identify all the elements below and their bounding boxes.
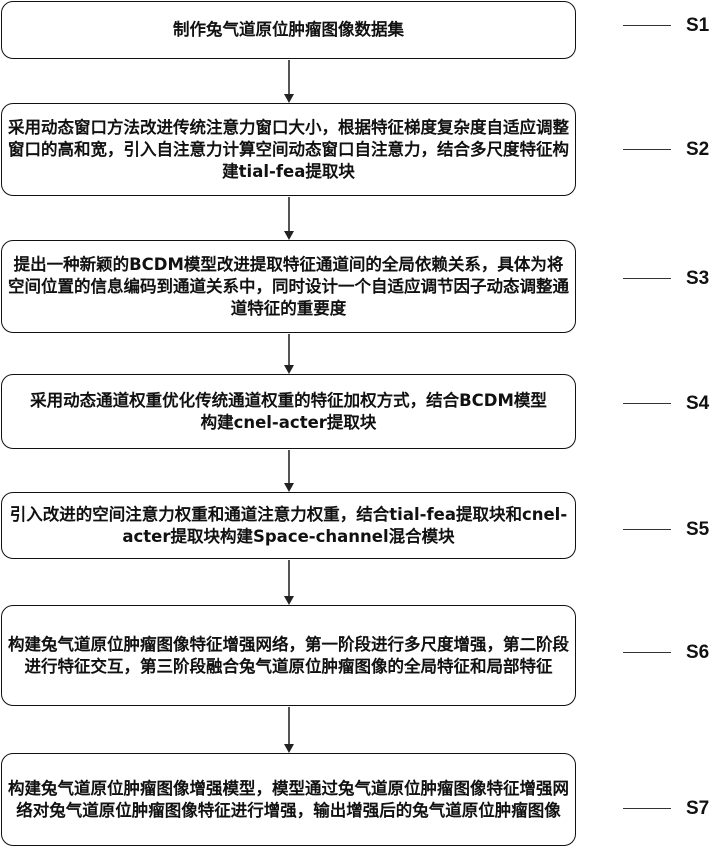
step-text: 构建兔气道原位肿瘤图像特征增强网络，第一阶段进行多尺度增强，第二阶段进行特征交互… [8,634,569,676]
step-label-s4: S4 [686,393,710,414]
step-label-s5: S5 [686,519,710,540]
step-box-s7: 构建兔气道原位肿瘤图像增强模型，模型通过兔气道原位肿瘤图像特征增强网络对兔气道原… [1,753,576,846]
arrow-s2-s3 [288,197,290,231]
step-label-s1: S1 [686,15,710,36]
arrow-s5-s6 [288,560,290,596]
arrow-s1-s2 [288,60,290,94]
leader-line-s7 [623,808,671,809]
step-text: 提出一种新颖的BCDM模型改进提取特征通道间的全局依赖关系，具体为将空间位置的信… [8,254,569,318]
step-text: 采用动态通道权重优化传统通道权重的特征加权方式，结合BCDM模型构建cnel-a… [30,390,547,432]
step-text: 采用动态窗口方法改进传统注意力窗口大小，根据特征梯度复杂度自适应调整窗口的高和宽… [8,117,569,181]
step-text: 制作兔气道原位肿瘤图像数据集 [173,20,404,39]
leader-line-s4 [623,403,671,404]
step-label-s7: S7 [686,798,710,819]
arrowhead-s1-s2 [284,94,294,103]
arrowhead-s3-s4 [284,365,294,374]
arrow-s4-s5 [288,450,290,483]
step-box-s3: 提出一种新颖的BCDM模型改进提取特征通道间的全局依赖关系，具体为将空间位置的信… [1,240,576,333]
arrowhead-s4-s5 [284,483,294,492]
arrow-s3-s4 [288,334,290,365]
step-box-s1: 制作兔气道原位肿瘤图像数据集 [1,1,576,59]
arrow-s6-s7 [288,707,290,744]
step-box-s5: 引入改进的空间注意力权重和通道注意力权重，结合tial-fea提取块和cnel-… [1,492,576,559]
step-box-s2: 采用动态窗口方法改进传统注意力窗口大小，根据特征梯度复杂度自适应调整窗口的高和宽… [1,103,576,196]
arrowhead-s6-s7 [284,744,294,753]
step-label-s3: S3 [686,268,710,289]
step-text: 构建兔气道原位肿瘤图像增强模型，模型通过兔气道原位肿瘤图像特征增强网络对兔气道原… [8,778,569,820]
arrowhead-s5-s6 [284,596,294,605]
leader-line-s2 [623,149,671,150]
leader-line-s5 [623,529,671,530]
step-box-s6: 构建兔气道原位肿瘤图像特征增强网络，第一阶段进行多尺度增强，第二阶段进行特征交互… [1,605,576,706]
step-label-s6: S6 [686,642,710,663]
step-box-s4: 采用动态通道权重优化传统通道权重的特征加权方式，结合BCDM模型构建cnel-a… [1,374,576,449]
arrowhead-s2-s3 [284,231,294,240]
step-label-s2: S2 [686,139,710,160]
leader-line-s6 [623,652,671,653]
step-text: 引入改进的空间注意力权重和通道注意力权重，结合tial-fea提取块和cnel-… [9,504,568,546]
leader-line-s3 [623,278,671,279]
leader-line-s1 [623,25,671,26]
